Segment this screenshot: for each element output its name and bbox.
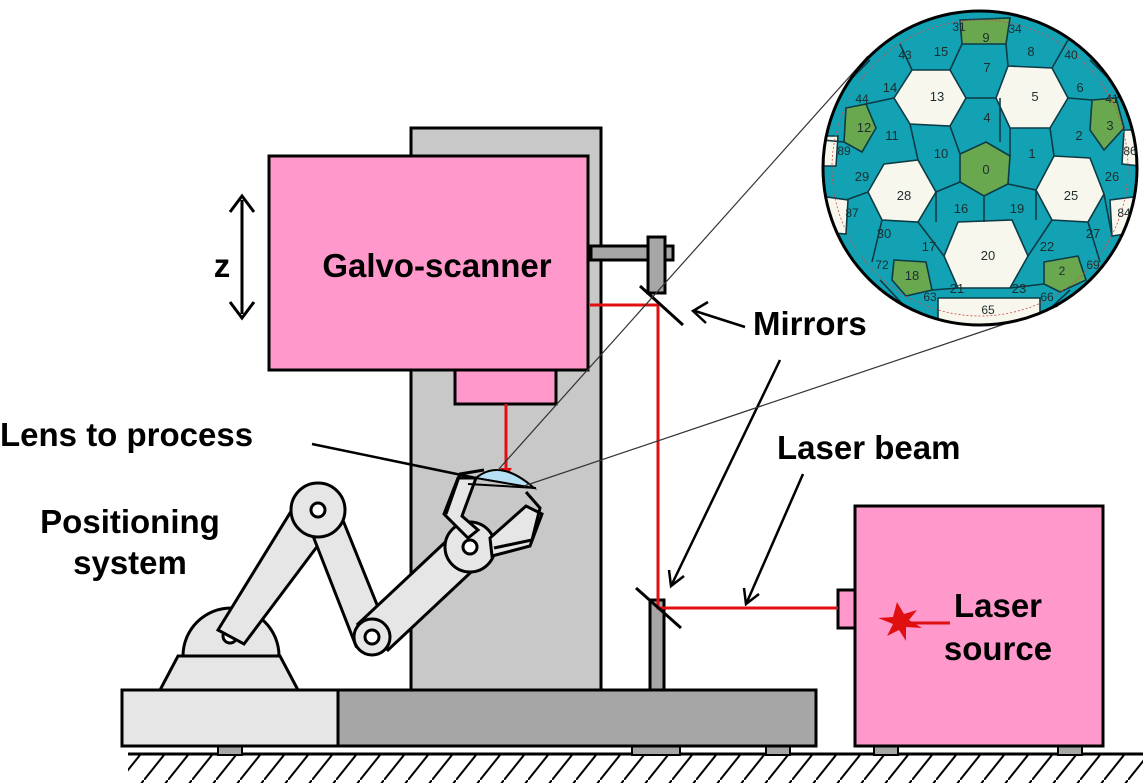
num-89: 89 [837,144,851,158]
upper-mirror [638,284,685,327]
num-0: 0 [982,162,989,177]
num-2: 2 [1075,128,1082,143]
num-8: 8 [1027,44,1034,59]
galvo-scanner-label: Galvo-scanner [322,247,551,284]
lens-to-process [467,469,538,490]
num-28: 28 [897,188,911,203]
laser-source-label-line2: source [944,630,1052,667]
robot-arm [157,468,544,692]
lens-to-process-label: Lens to process [0,416,253,453]
mirror-post [589,235,675,692]
num-10: 10 [934,146,948,161]
laser-source-label-line1: Laser [954,587,1042,624]
z-axis-label: z [214,247,231,284]
num-25: 25 [1064,188,1078,203]
num-86: 86 [1123,144,1137,158]
num-7: 7 [983,60,990,75]
laser-source: Laser source [836,504,1105,748]
num-4: 4 [983,110,990,125]
num-87: 87 [845,206,859,220]
num-40: 40 [1064,48,1078,62]
lower-mirror [635,586,682,630]
num-23: 23 [1012,281,1026,296]
num-29: 29 [855,169,869,184]
galvo-scanner: Galvo-scanner [267,154,590,406]
num-21: 21 [950,281,964,296]
zoom-lines [497,55,1059,487]
lens-segmentation-inset: 0 1 2 3 4 5 6 7 8 9 10 11 12 13 14 15 16… [821,9,1139,327]
segment-2b [1043,255,1087,293]
positioning-system-label-line2: system [73,544,187,581]
num-9: 9 [982,30,989,45]
num-13: 13 [930,89,944,104]
laser-beam-label: Laser beam [777,429,960,466]
positioning-system-label-line1: Positioning [40,503,220,540]
lens-callout: Lens to process [0,416,477,480]
num-34: 34 [1008,22,1022,36]
num-2-lower: 2 [1059,264,1066,278]
num-6: 6 [1076,80,1083,95]
num-22: 22 [1040,239,1054,254]
segment-numbers: 0 1 2 3 4 5 6 7 8 9 10 11 12 13 14 15 16… [837,20,1137,317]
num-12: 12 [857,120,871,135]
num-20: 20 [981,248,995,263]
z-axis-arrow: z [214,193,256,321]
segment-12 [843,103,877,154]
num-84: 84 [1117,206,1131,220]
num-44: 44 [855,92,869,106]
segment-18 [891,259,933,297]
num-5: 5 [1031,89,1038,104]
num-11: 11 [885,128,899,143]
num-69: 69 [1086,258,1100,272]
num-14: 14 [883,80,897,95]
mirrors [635,284,685,630]
ground [128,752,1143,783]
num-1: 1 [1028,146,1035,161]
num-3: 3 [1106,118,1113,133]
laser-spark-icon [878,602,922,641]
num-26: 26 [1105,169,1119,184]
num-31: 31 [952,20,966,34]
num-41: 41 [1105,92,1119,106]
num-72: 72 [875,258,889,272]
mirrors-callout: Mirrors [667,300,867,589]
base-platform [120,688,818,748]
num-65: 65 [981,303,995,317]
laser-beam-callout: Laser beam [742,429,960,607]
num-15: 15 [934,44,948,59]
mirrors-label: Mirrors [753,305,867,342]
num-19: 19 [1010,201,1024,216]
num-17: 17 [922,239,936,254]
num-18: 18 [905,268,919,283]
segment-3 [1089,97,1125,152]
num-27: 27 [1086,226,1100,241]
num-16: 16 [954,201,968,216]
num-66: 66 [1040,290,1054,304]
num-43: 43 [898,48,912,62]
num-63: 63 [923,290,937,304]
laser-beam-path [590,303,838,610]
num-30: 30 [877,226,891,241]
